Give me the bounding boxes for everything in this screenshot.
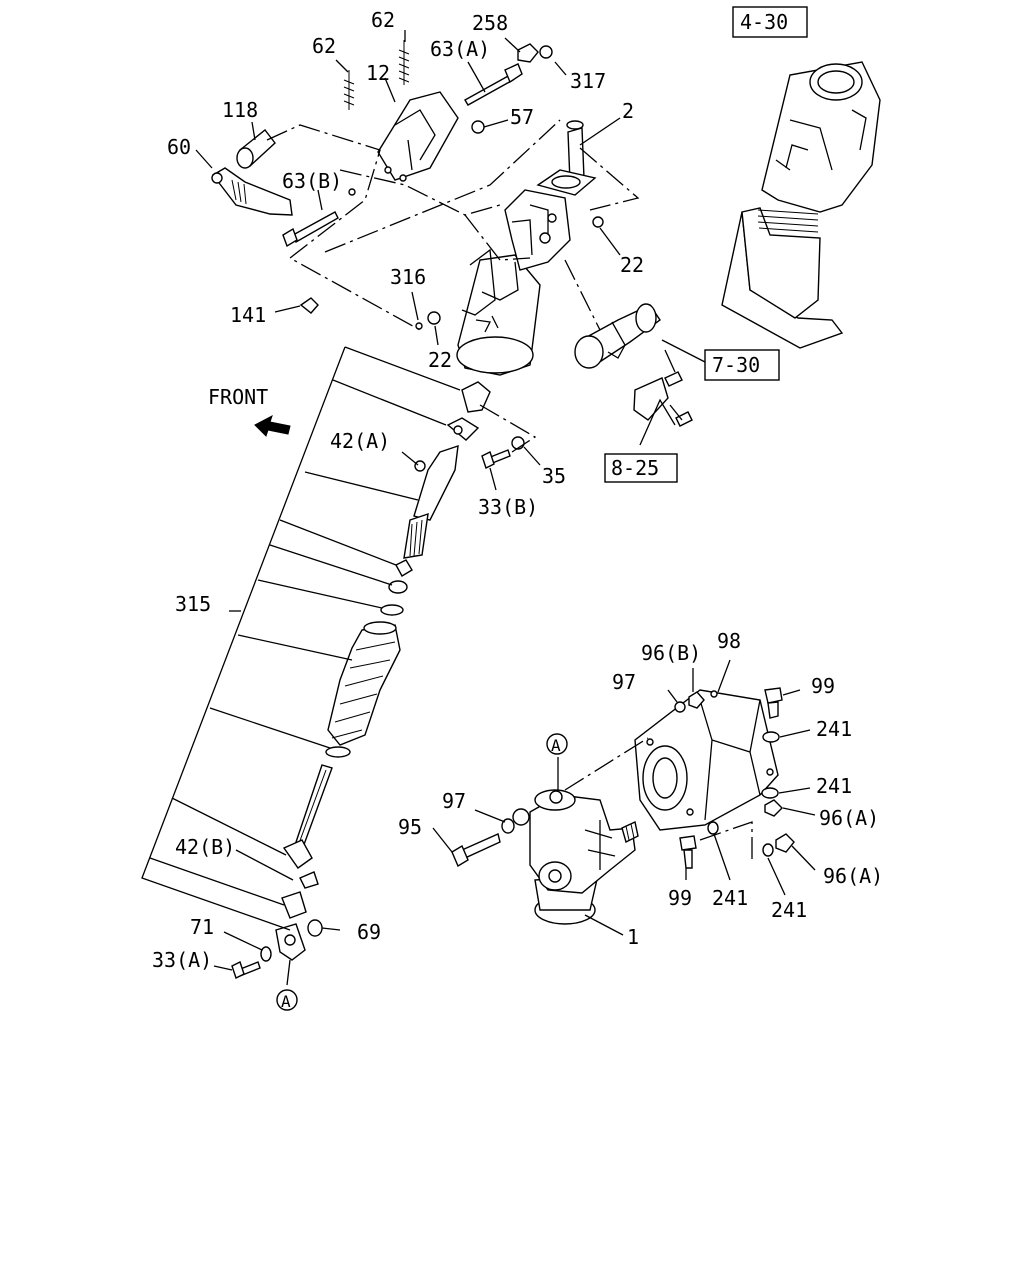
callout-60: 60 bbox=[167, 135, 191, 159]
callout-labels: 62 62 258 63(A) 317 12 57 2 118 60 63(B)… bbox=[152, 8, 883, 972]
callout-71: 71 bbox=[190, 915, 214, 939]
marker-a-lower: A bbox=[281, 992, 291, 1011]
arrow-front-icon bbox=[254, 414, 291, 437]
gear-hardware bbox=[432, 659, 816, 936]
callout-98: 98 bbox=[717, 629, 741, 653]
callout-241b: 241 bbox=[816, 774, 852, 798]
callout-12: 12 bbox=[366, 61, 390, 85]
callout-62a: 62 bbox=[371, 8, 395, 32]
callout-42b: 42(B) bbox=[175, 835, 235, 859]
callout-258: 258 bbox=[472, 11, 508, 35]
callout-241c: 241 bbox=[712, 886, 748, 910]
callout-2: 2 bbox=[622, 99, 634, 123]
gear-bracket bbox=[634, 689, 779, 831]
callout-97a: 97 bbox=[612, 670, 636, 694]
callout-63b: 63(B) bbox=[282, 169, 342, 193]
callout-35: 35 bbox=[542, 464, 566, 488]
shaft-leader-lines bbox=[141, 346, 537, 931]
callout-22a: 22 bbox=[620, 253, 644, 277]
callout-99b: 99 bbox=[668, 886, 692, 910]
ref-box-7-30-label: 7-30 bbox=[712, 353, 760, 377]
callout-57: 57 bbox=[510, 105, 534, 129]
callout-141: 141 bbox=[230, 303, 266, 327]
ref-box-4-30-label: 4-30 bbox=[740, 10, 788, 34]
callout-22b: 22 bbox=[428, 348, 452, 372]
callout-96a2: 96(A) bbox=[823, 864, 883, 888]
steering-shaft-lower bbox=[231, 381, 525, 979]
callout-96b: 96(B) bbox=[641, 641, 701, 665]
ref-box-8-25 bbox=[604, 453, 678, 483]
callout-69: 69 bbox=[357, 920, 381, 944]
column-fitting bbox=[574, 303, 693, 427]
circle-a-icon bbox=[276, 733, 568, 1011]
callout-95: 95 bbox=[398, 815, 422, 839]
callout-118: 118 bbox=[222, 98, 258, 122]
callout-97b: 97 bbox=[442, 789, 466, 813]
callout-1: 1 bbox=[627, 925, 639, 949]
marker-a-upper: A bbox=[551, 736, 561, 755]
callout-42a: 42(A) bbox=[330, 429, 390, 453]
ref-box-4-30 bbox=[732, 6, 808, 38]
shift-boot bbox=[721, 61, 881, 349]
callout-33b: 33(B) bbox=[478, 495, 538, 519]
ref-box-8-25-label: 8-25 bbox=[611, 456, 659, 480]
steering-gear-box bbox=[529, 789, 639, 925]
callout-leaders-upper bbox=[195, 30, 706, 986]
callout-241d: 241 bbox=[771, 898, 807, 922]
front-label: FRONT bbox=[208, 385, 268, 409]
callout-241a: 241 bbox=[816, 717, 852, 741]
callout-96a1: 96(A) bbox=[819, 806, 879, 830]
ref-box-7-30 bbox=[704, 349, 780, 381]
callout-63a: 63(A) bbox=[430, 37, 490, 61]
steering-column-upper bbox=[211, 40, 604, 376]
callout-62b: 62 bbox=[312, 34, 336, 58]
callout-317: 317 bbox=[570, 69, 606, 93]
callout-99a: 99 bbox=[811, 674, 835, 698]
callout-315: 315 bbox=[175, 592, 211, 616]
callout-316: 316 bbox=[390, 265, 426, 289]
callout-33a: 33(A) bbox=[152, 948, 212, 972]
